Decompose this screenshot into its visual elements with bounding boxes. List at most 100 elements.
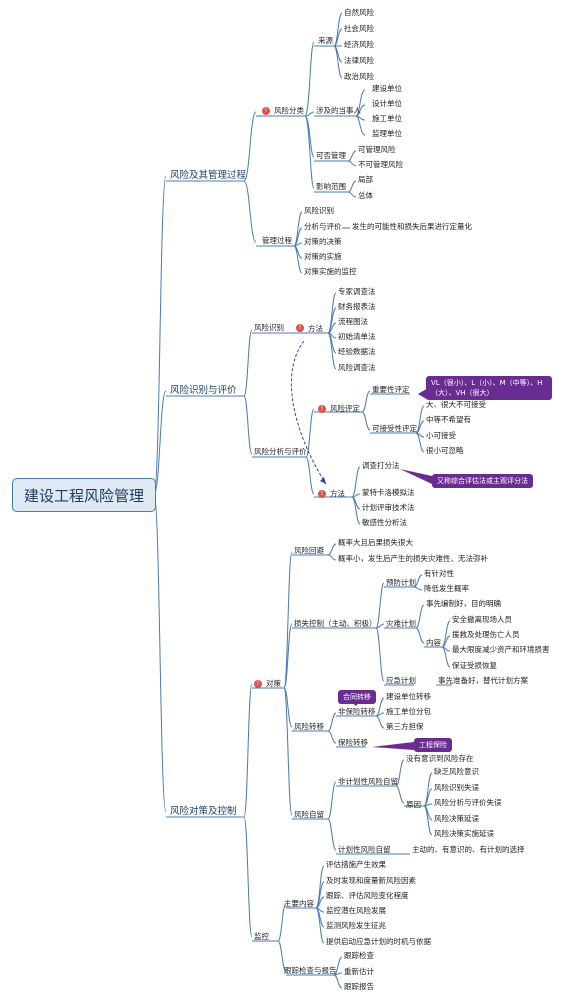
party-item[interactable]: 设计单位	[372, 99, 402, 108]
analysis-method-item[interactable]: 蒙特卡洛模拟法	[362, 488, 415, 497]
accept-item[interactable]: 大、很大不可接受	[426, 400, 486, 409]
party-item[interactable]: 监理单位	[372, 129, 402, 138]
node-avoidance[interactable]: 风险回避	[294, 546, 324, 555]
identify-method-item[interactable]: 风险调查法	[338, 363, 376, 372]
node-process[interactable]: 管理过程	[262, 236, 292, 245]
source-item[interactable]: 政治风险	[344, 72, 374, 81]
main-item[interactable]: 及时发现和度量新风险因素	[326, 876, 416, 885]
node-planned-retention[interactable]: 计划性风险自留	[338, 845, 391, 854]
process-item[interactable]: 对策实施的监控	[304, 267, 357, 276]
node-disaster-plan[interactable]: 灾难计划	[386, 619, 416, 628]
node-monitor[interactable]: 监控	[254, 932, 269, 941]
analysis-method-item[interactable]: 敏感性分析法	[362, 518, 407, 527]
noninsure-item[interactable]: 第三方担保	[386, 722, 424, 731]
node-insurance[interactable]: 保险转移	[338, 738, 368, 747]
noninsure-item[interactable]: 施工单位分包	[386, 707, 431, 716]
identify-method-item[interactable]: 经验数据法	[338, 347, 376, 356]
process-item[interactable]: 分析与评价	[304, 222, 342, 231]
reason-item[interactable]: 风险决策实施延误	[434, 829, 494, 838]
identify-method-item[interactable]: 流程图法	[338, 317, 368, 326]
prevent-item[interactable]: 有针对性	[424, 569, 454, 578]
scope-item[interactable]: 局部	[358, 175, 373, 184]
source-item[interactable]: 自然风险	[344, 8, 374, 17]
root-topic[interactable]: 建设工程风险管理	[12, 478, 156, 512]
main-item[interactable]: 提供启动应急计划的时机与依据	[326, 937, 431, 946]
process-item[interactable]: 对策的实施	[304, 252, 342, 261]
reason-item[interactable]: 风险决策延误	[434, 814, 479, 823]
node-source[interactable]: 来源	[318, 36, 333, 45]
disaster-purpose[interactable]: 事先编制好，目的明确	[426, 599, 501, 608]
planned-note[interactable]: 主动的、有意识的、有计划的选择	[412, 845, 525, 854]
party-item[interactable]: 建设单位	[372, 84, 402, 93]
insurance-callout[interactable]: 工程保险	[414, 738, 452, 752]
reason-item[interactable]: 风险分析与评价失误	[434, 798, 502, 807]
content-item[interactable]: 安全撤离现场人员	[452, 615, 512, 624]
accept-item[interactable]: 中等不希望有	[426, 415, 471, 424]
unplanned-item[interactable]: 没有意识到风险存在	[406, 754, 474, 763]
importance-callout[interactable]: VL（很小）、L（小）、M（中等）、H（大）、VH（很大）	[426, 376, 552, 400]
process-item[interactable]: 风险识别	[304, 206, 334, 215]
node-loss-control[interactable]: 损失控制（主动、积极）	[294, 619, 377, 628]
source-item[interactable]: 经济风险	[344, 40, 374, 49]
emergency-note[interactable]: 事先准备好，替代计划方案	[438, 676, 528, 685]
contract-transfer-callout[interactable]: 合同转移	[338, 690, 376, 704]
main-item[interactable]: 跟踪、评估风险变化程度	[326, 891, 409, 900]
reason-item[interactable]: 缺乏风险意识	[434, 767, 479, 776]
node-reason[interactable]: 原因	[406, 800, 421, 809]
process-note[interactable]: 发生的可能性和损失后果进行定量化	[352, 222, 472, 231]
track-item[interactable]: 跟踪报告	[344, 982, 374, 991]
node-unplanned-retention[interactable]: 非计划性风险自留	[338, 777, 398, 786]
track-item[interactable]: 重新估计	[344, 967, 374, 976]
branch-risk-identification[interactable]: 风险识别与评价	[170, 385, 237, 396]
process-item[interactable]: 对策的决策	[304, 237, 342, 246]
main-item[interactable]: 监控潜在风险发展	[326, 906, 386, 915]
accept-item[interactable]: 很小可忽略	[426, 446, 464, 455]
analysis-method-item[interactable]: 计划评审技术法	[362, 503, 415, 512]
scoring-callout[interactable]: 又称综合评估法或主观评分法	[432, 474, 533, 488]
main-item[interactable]: 评估措施产生效果	[326, 860, 386, 869]
node-measures[interactable]: 对策	[266, 679, 281, 688]
prevent-item[interactable]: 降低发生概率	[424, 584, 469, 593]
node-classify[interactable]: 风险分类	[274, 106, 304, 115]
main-item[interactable]: 监测风险发生征兆	[326, 921, 386, 930]
node-noninsurance[interactable]: 非保险转移	[338, 707, 376, 716]
node-retention[interactable]: 风险自留	[294, 810, 324, 819]
node-scope[interactable]: 影响范围	[316, 182, 346, 191]
avoid-item[interactable]: 概率大且后果损失很大	[338, 538, 413, 547]
node-acceptability[interactable]: 可接受性评定	[372, 424, 417, 433]
node-tracking[interactable]: 跟踪检查与报告	[284, 966, 337, 975]
node-importance[interactable]: 重要性评定	[372, 385, 410, 394]
source-item[interactable]: 社会风险	[344, 24, 374, 33]
node-parties[interactable]: 涉及的当事人	[316, 106, 361, 115]
scope-item[interactable]: 总体	[358, 191, 373, 200]
node-identification[interactable]: 风险识别	[254, 323, 284, 332]
content-item[interactable]: 最大限度减少资产和环境损害	[452, 645, 550, 654]
content-item[interactable]: 保证受损恢复	[452, 661, 497, 670]
accept-item[interactable]: 小可接受	[426, 431, 456, 440]
branch-risk-management-process[interactable]: 风险及其管理过程	[170, 170, 247, 181]
content-item[interactable]: 援救及处理伤亡人员	[452, 630, 520, 639]
source-item[interactable]: 法律风险	[344, 56, 374, 65]
avoid-item[interactable]: 概率小，发生后产生的损失灾难性、无法弥补	[338, 554, 488, 563]
node-content[interactable]: 内容	[426, 638, 441, 647]
node-main-content[interactable]: 主要内容	[284, 899, 314, 908]
node-manageability[interactable]: 可否管理	[316, 151, 346, 160]
branch-risk-response[interactable]: 风险对策及控制	[170, 806, 237, 817]
identify-method-item[interactable]: 专家调查法	[338, 287, 376, 296]
reason-item[interactable]: 风险识别失误	[434, 783, 479, 792]
node-analysis[interactable]: 风险分析与评价	[254, 447, 307, 456]
analysis-method-item[interactable]: 调查打分法	[362, 461, 400, 470]
identify-method-item[interactable]: 财务报表法	[338, 302, 376, 311]
identify-method-item[interactable]: 初始清单法	[338, 332, 376, 341]
party-item[interactable]: 施工单位	[372, 114, 402, 123]
manage-item[interactable]: 可管理风险	[358, 145, 396, 154]
node-evaluation[interactable]: 风险评定	[330, 404, 360, 413]
manage-item[interactable]: 不可管理风险	[358, 160, 403, 169]
node-emergency-plan[interactable]: 应急计划	[386, 676, 416, 685]
node-identify-method[interactable]: 方法	[308, 324, 323, 333]
track-item[interactable]: 跟踪检查	[344, 951, 374, 960]
node-transfer[interactable]: 风险转移	[294, 722, 324, 731]
node-analysis-method[interactable]: 方法	[330, 489, 345, 498]
noninsure-item[interactable]: 建设单位转移	[386, 692, 431, 701]
node-prevention[interactable]: 预防计划	[386, 578, 416, 587]
